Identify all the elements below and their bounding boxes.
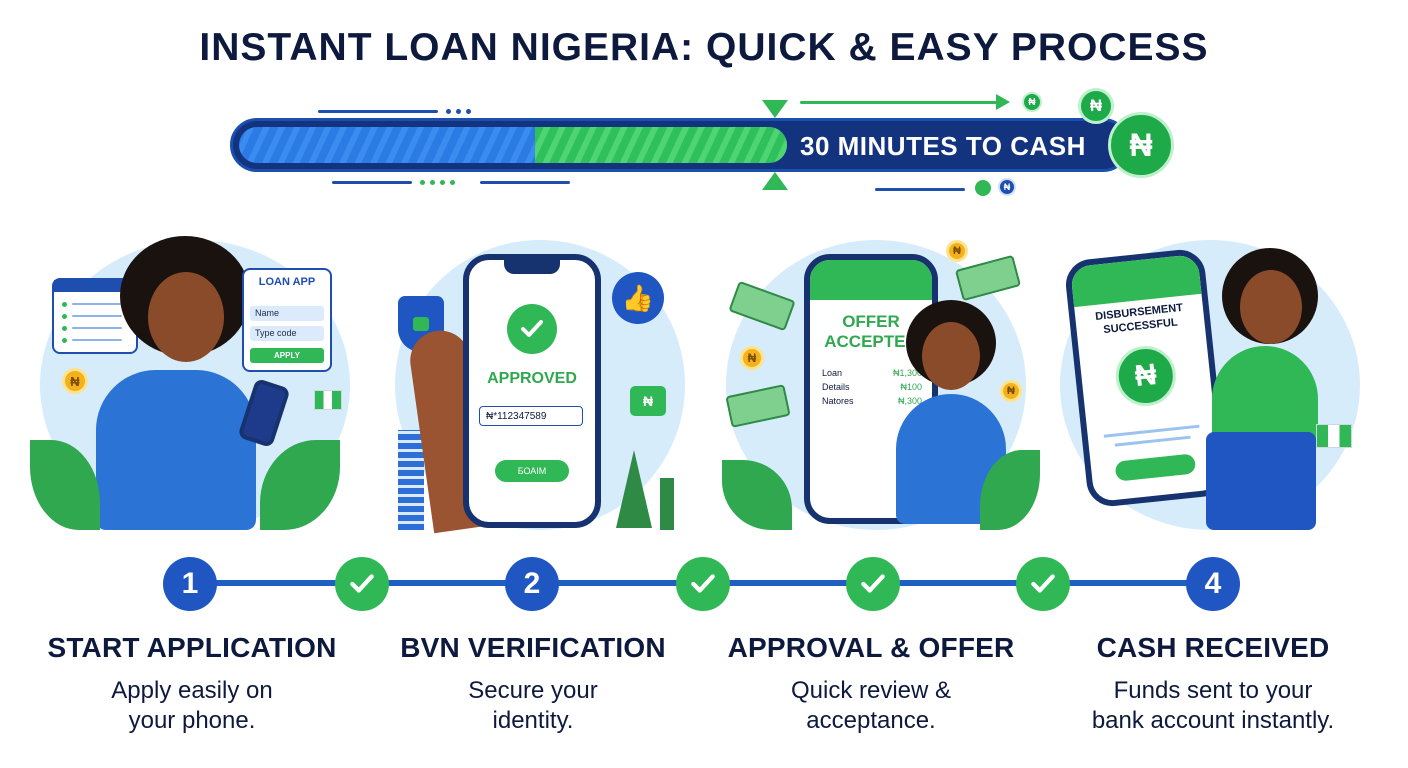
cash-bill-icon [954,254,1022,302]
step3-title: APPROVAL & OFFER [727,632,1015,663]
loan-app-panel: LOAN APP Name Type code APPLY [242,268,332,372]
step-number-1: 1 [163,557,217,611]
offer-row-value: ₦,300 [897,396,922,406]
naira-coin-icon: ₦ [1022,92,1042,112]
progress-label: 30 MINUTES TO CASH [800,131,1086,161]
name-field: Name [250,306,324,321]
naira-coin-icon: ₦ [1078,88,1114,124]
offer-heading-line2: ACCEPTED [824,332,918,351]
step4-title: CASH RECEIVED [1096,632,1330,663]
step-number-2: 2 [505,557,559,611]
naira-coin-icon: ₦ [1112,343,1179,409]
naira-coin-icon: ₦ [1000,380,1022,402]
offer-row-label: Natores [822,396,854,406]
verify-button: БОАІМ [495,460,569,482]
building-icon [398,430,424,530]
check-icon [507,304,557,354]
check-icon [335,557,389,611]
done-button [1114,453,1197,482]
offer-row-value: ₦1,300 [892,368,922,378]
check-icon [1016,557,1070,611]
offer-row: Loan ₦1,300 [822,366,922,380]
nigeria-flag-icon [1316,424,1352,448]
naira-coin-icon: ₦ [740,346,764,370]
apply-button: APPLY [250,348,324,363]
bvn-input: ₦*112347589 [479,406,583,426]
padlock-icon: ₦ [630,386,666,416]
thumbs-up-icon: 👍 [612,272,664,324]
check-icon [846,557,900,611]
naira-coin-icon: ₦ [998,178,1016,196]
approved-status: APPROVED [487,370,577,387]
offer-row: Natores ₦,300 [822,394,922,408]
phone-disbursement-screen: DISBURSEMENT SUCCESSFUL ₦ [1063,247,1229,509]
person-avatar [922,322,980,390]
naira-coin-icon: ₦ [62,368,88,394]
progress-fill [239,127,788,163]
phone-approved-screen: APPROVED ₦*112347589 БОАІМ [463,254,601,528]
nigeria-flag-icon [314,390,342,410]
offer-row-value: ₦100 [900,382,922,392]
offer-row: Details ₦100 [822,380,922,394]
offer-heading-line1: OFFER [842,312,900,331]
step1-title: START APPLICATION [47,632,337,663]
landmark-icon [616,450,652,528]
person-avatar [148,272,224,362]
naira-coin-icon: ₦ [946,240,968,262]
type-code-field: Type code [250,326,324,341]
progress-bar [230,118,1130,172]
offer-row-label: Loan [822,368,843,378]
check-icon [676,557,730,611]
naira-coin-icon: ₦ [1108,112,1174,178]
page-title: INSTANT LOAN NIGERIA: QUICK & EASY PROCE… [199,26,1209,69]
offer-row-label: Details [822,382,850,392]
person-avatar [1240,270,1302,344]
step2-title: BVN VERIFICATION [400,632,666,663]
step3-description: Quick review &acceptance. [790,677,952,734]
step-number-4: 4 [1186,557,1240,611]
loan-app-title: LOAN APP [258,276,316,288]
